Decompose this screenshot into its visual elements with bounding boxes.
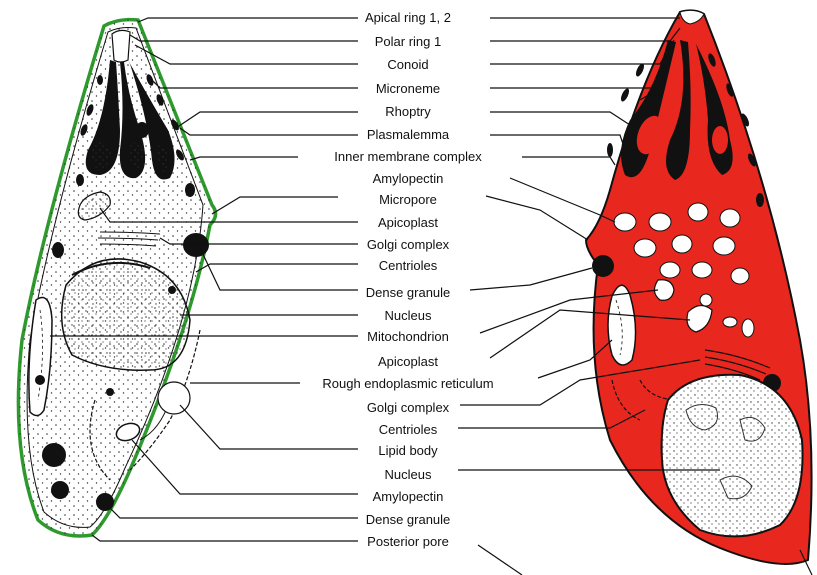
label-apical-ring: Apical ring 1, 2 [300, 10, 516, 25]
label-golgi-complex-1: Golgi complex [300, 237, 516, 252]
label-plasmalemma: Plasmalemma [300, 127, 516, 142]
label-inner-membrane-complex: Inner membrane complex [300, 149, 516, 164]
label-micropore: Micropore [300, 192, 516, 207]
label-apicoplast-2: Apicoplast [300, 354, 516, 369]
label-polar-ring: Polar ring 1 [300, 34, 516, 49]
left-cell [18, 20, 215, 536]
label-rhoptry: Rhoptry [300, 104, 516, 119]
label-golgi-complex-2: Golgi complex [300, 400, 516, 415]
label-apicoplast-1: Apicoplast [300, 215, 516, 230]
right-cell [586, 10, 812, 564]
label-microneme: Microneme [300, 81, 516, 96]
label-centrioles-1: Centrioles [300, 258, 516, 273]
label-amylopectin-1: Amylopectin [300, 171, 516, 186]
label-conoid: Conoid [300, 57, 516, 72]
label-dense-granule-2: Dense granule [300, 512, 516, 527]
label-nucleus-2: Nucleus [300, 467, 516, 482]
label-dense-granule-1: Dense granule [300, 285, 516, 300]
label-nucleus-1: Nucleus [300, 308, 516, 323]
label-centrioles-2: Centrioles [300, 422, 516, 437]
label-posterior-pore: Posterior pore [300, 534, 516, 549]
label-rough-er: Rough endoplasmic reticulum [300, 376, 516, 391]
label-amylopectin-2: Amylopectin [300, 489, 516, 504]
label-lipid-body: Lipid body [300, 443, 516, 458]
label-mitochondrion: Mitochondrion [300, 329, 516, 344]
